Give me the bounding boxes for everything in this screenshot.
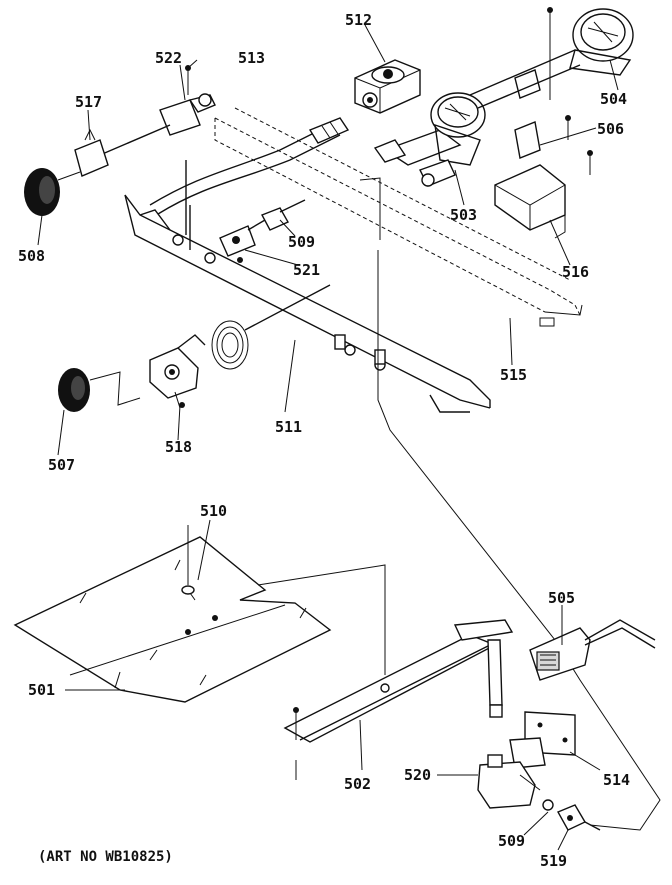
callout-502: 502 bbox=[344, 775, 371, 793]
callout-508: 508 bbox=[18, 247, 45, 265]
callout-511: 511 bbox=[275, 418, 302, 436]
regulator-521 bbox=[219, 199, 306, 263]
knob-508 bbox=[24, 168, 81, 216]
art-number-caption: (ART NO WB10825) bbox=[38, 849, 173, 865]
callout-515: 515 bbox=[500, 366, 527, 384]
callout-516: 516 bbox=[562, 263, 589, 281]
callout-518: 518 bbox=[165, 438, 192, 456]
burner-502 bbox=[283, 619, 514, 780]
callout-512: 512 bbox=[345, 11, 372, 29]
connector-lead bbox=[377, 250, 661, 831]
knob-507 bbox=[58, 368, 141, 412]
valve-522 bbox=[74, 65, 216, 177]
valve-520 bbox=[477, 754, 601, 831]
supply-tube bbox=[149, 117, 350, 215]
valve-body-512 bbox=[354, 59, 421, 114]
callout-501: 501 bbox=[28, 681, 55, 699]
bracket-516 bbox=[494, 115, 593, 239]
callout-514: 514 bbox=[603, 771, 630, 789]
callout-510: 510 bbox=[200, 502, 227, 520]
callout-503: 503 bbox=[450, 206, 477, 224]
callout-520: 520 bbox=[404, 766, 431, 784]
igniter-505 bbox=[529, 619, 656, 681]
baffle-501 bbox=[13, 525, 386, 703]
callout-504: 504 bbox=[600, 90, 627, 108]
callout-506: 506 bbox=[597, 120, 624, 138]
callout-507: 507 bbox=[48, 456, 75, 474]
callout-521: 521 bbox=[293, 261, 320, 279]
callout-513: 513 bbox=[238, 49, 265, 67]
callout-labels: 512 522 513 517 504 506 503 509 508 521 … bbox=[18, 11, 630, 870]
gas-manifold-511 bbox=[124, 160, 491, 413]
thermostat-518 bbox=[149, 284, 331, 409]
callout-509-upper: 509 bbox=[288, 233, 315, 251]
bracket-514 bbox=[509, 711, 576, 769]
leader-lines bbox=[37, 24, 619, 851]
callout-519: 519 bbox=[540, 852, 567, 870]
callout-522: 522 bbox=[155, 49, 182, 67]
callout-509-lower: 509 bbox=[498, 832, 525, 850]
callout-505: 505 bbox=[548, 589, 575, 607]
burner-504 bbox=[469, 7, 634, 109]
manifold-frame-515 bbox=[214, 107, 583, 327]
callout-517: 517 bbox=[75, 93, 102, 111]
burner-503 bbox=[373, 92, 486, 187]
